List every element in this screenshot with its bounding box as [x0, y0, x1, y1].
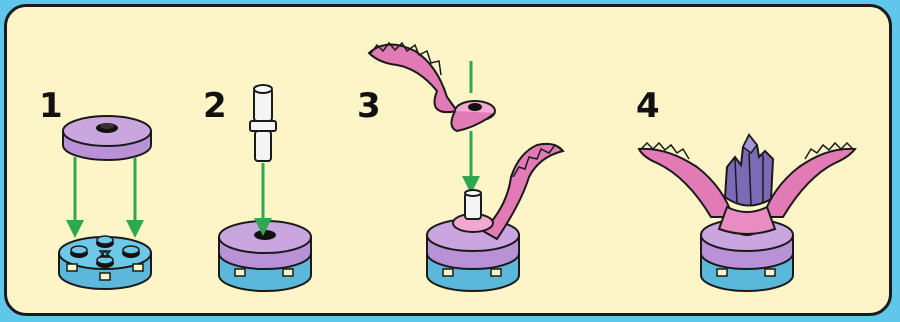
step-1-illustration: [59, 116, 151, 289]
instruction-panel: 1 2 3 4: [4, 4, 892, 316]
step-4-illustration: [639, 135, 855, 291]
step-2-illustration: [219, 85, 311, 291]
white-pin: [250, 85, 276, 161]
pink-leaf-piece: [369, 43, 495, 131]
purple-crystal: [725, 135, 773, 206]
step-3-illustration: [369, 43, 563, 291]
stacked-round-base: [219, 221, 311, 291]
instructions-artwork: [7, 7, 892, 316]
blue-round-plate: [59, 236, 151, 289]
lavender-round-tile: [63, 116, 151, 160]
